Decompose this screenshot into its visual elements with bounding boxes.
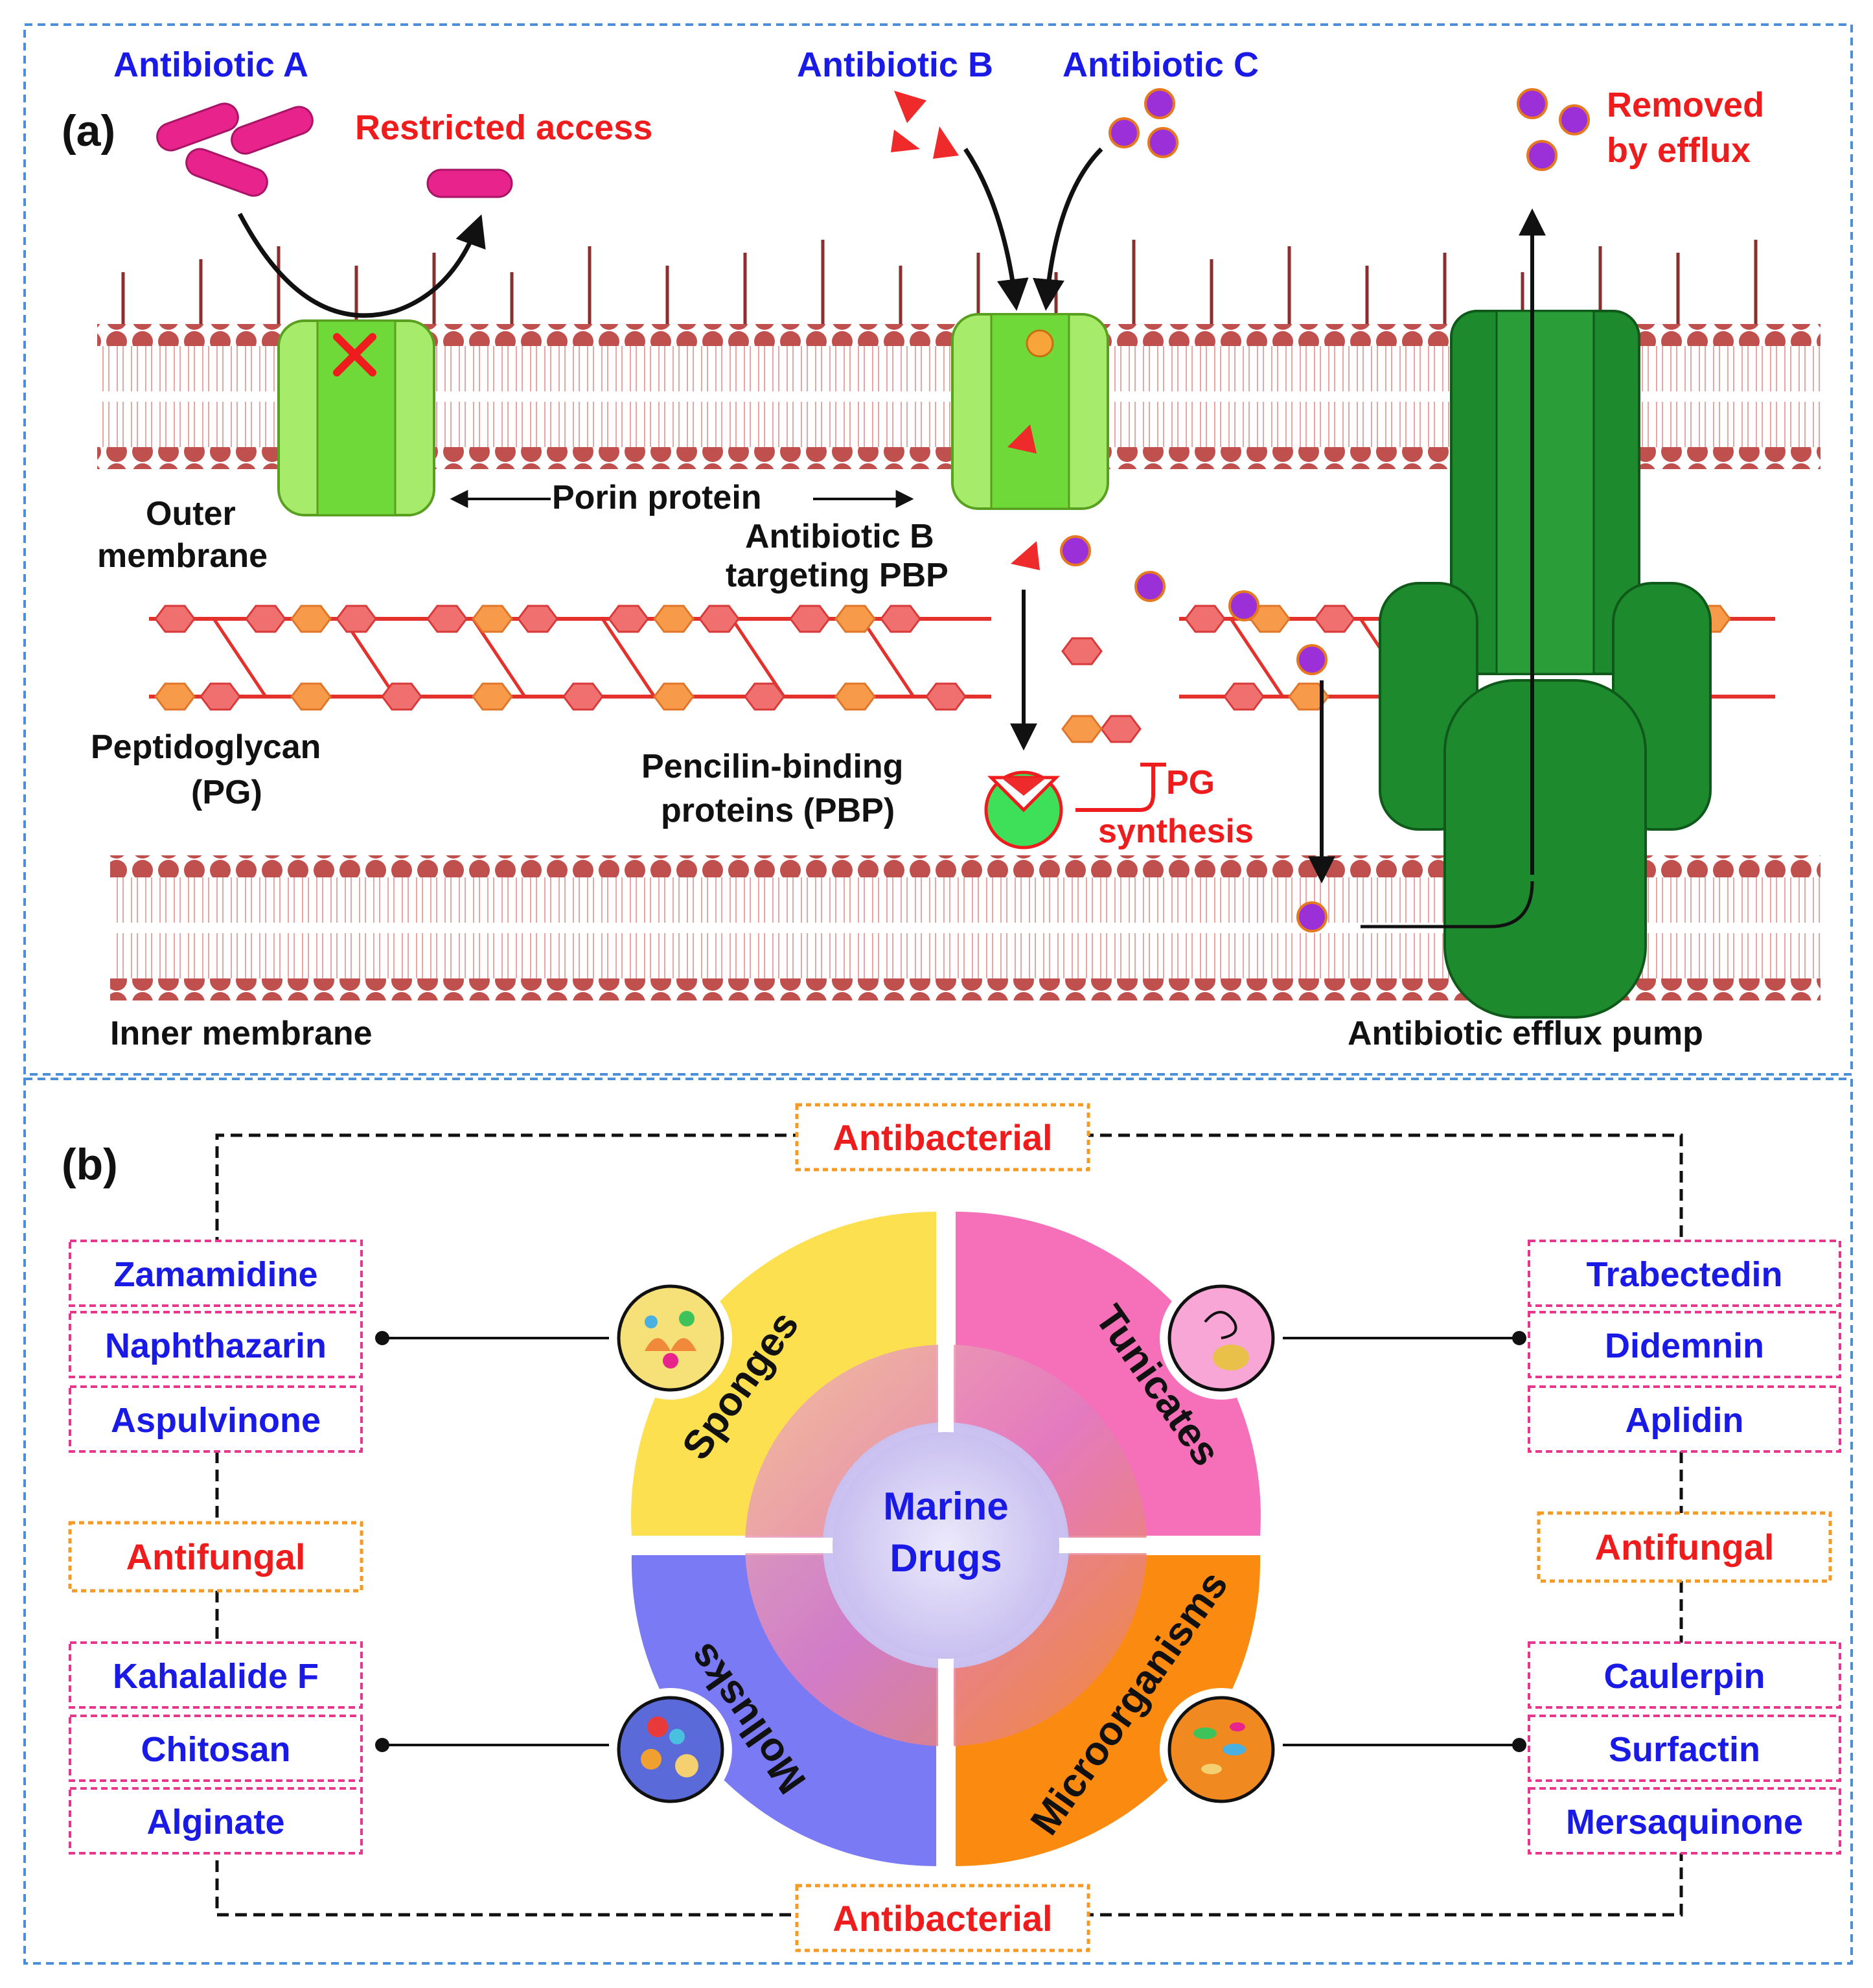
pg-synthesis-inhibition-line <box>1075 763 1166 812</box>
peptidoglycan-label-line1: Peptidoglycan <box>91 728 321 766</box>
pbp-label-line1: Pencilin-binding <box>641 748 903 785</box>
efflux-pump-label: Antibiotic efflux pump <box>1348 1015 1703 1052</box>
microorganisms-icon <box>1160 1688 1283 1811</box>
compound-caulerpin: Caulerpin <box>1603 1657 1765 1696</box>
connector-frame-top <box>215 1133 1683 1267</box>
compound-didemnin: Didemnin <box>1605 1326 1764 1365</box>
mollusks-icon <box>609 1688 732 1811</box>
svg-text:Antibacterial: Antibacterial <box>833 1117 1052 1158</box>
porin-protein-left <box>277 319 435 516</box>
pbp-label-line2: proteins (PBP) <box>661 792 895 829</box>
compound-surfactin: Surfactin <box>1609 1730 1760 1769</box>
pg-synthesis-label-line1: PG <box>1166 764 1215 802</box>
pbp-protein <box>984 763 1166 850</box>
svg-text:Antifungal: Antifungal <box>126 1536 306 1577</box>
outer-membrane-label-line1: Outer <box>146 495 236 533</box>
compound-zamamidine: Zamamidine <box>113 1255 317 1294</box>
panel-a-label: (a) <box>62 106 115 156</box>
antibiotic-b-molecules <box>891 91 1040 570</box>
antibiotic-b-entry-arrow <box>963 148 1029 311</box>
porin-protein-right <box>951 313 1109 510</box>
category-box-right-middle: Antifungal <box>1537 1511 1832 1583</box>
antibiotic-c-label: Antibiotic C <box>1063 45 1259 84</box>
restricted-access-label: Restricted access <box>355 108 652 147</box>
panel-b: (b) Marine Drugs Sponges Tunicates Mollu… <box>62 1103 1841 1952</box>
compound-mersaquinone: Mersaquinone <box>1566 1803 1803 1842</box>
antibiotic-b-targeting-label-line2: targeting PBP <box>726 557 948 594</box>
blocked-cross-icon <box>333 333 376 376</box>
pg-synthesis-label-line2: synthesis <box>1098 813 1254 850</box>
compound-aplidin: Aplidin <box>1626 1401 1744 1440</box>
compound-chitosan: Chitosan <box>141 1730 290 1769</box>
right-bottom-compounds: Caulerpin Surfactin Mersaquinone <box>1528 1641 1841 1855</box>
porin-protein-label: Porin protein <box>552 479 762 516</box>
left-top-compounds: Zamamidine Naphthazarin Aspulvinone <box>69 1240 363 1453</box>
marine-drugs-wheel <box>622 1211 1270 1879</box>
removed-by-efflux-label-line1: Removed <box>1607 86 1764 124</box>
efflux-pump <box>1361 208 1712 1019</box>
panel-a: (a) <box>62 45 1821 1052</box>
outer-membrane-label-line2: membrane <box>97 537 268 575</box>
right-top-compounds: Trabectedin Didemnin Aplidin <box>1528 1240 1841 1453</box>
left-bottom-compounds: Kahalalide F Chitosan Alginate <box>69 1641 363 1855</box>
category-box-bottom: Antibacterial <box>795 1884 1090 1952</box>
panel-a-border <box>23 23 1853 1076</box>
antibiotic-b-targeting-label-line1: Antibiotic B <box>745 518 934 555</box>
inner-membrane-label: Inner membrane <box>110 1015 373 1052</box>
compound-trabectedin: Trabectedin <box>1586 1255 1782 1294</box>
category-box-top: Antibacterial <box>795 1103 1090 1172</box>
restricted-access-arrow <box>237 213 486 318</box>
category-box-left-middle: Antifungal <box>68 1521 363 1593</box>
panel-b-border <box>23 1078 1853 1965</box>
antibiotic-a-molecules <box>156 102 513 198</box>
svg-text:Antibacterial: Antibacterial <box>833 1898 1052 1939</box>
compound-aspulvinone: Aspulvinone <box>111 1401 321 1440</box>
center-label-line2: Drugs <box>890 1536 1002 1580</box>
peptidoglycan-label-line2: (PG) <box>191 774 262 811</box>
panel-b-label: (b) <box>62 1140 118 1189</box>
center-label-line1: Marine <box>883 1485 1008 1528</box>
compound-alginate: Alginate <box>146 1803 284 1842</box>
tunicates-icon <box>1160 1277 1283 1400</box>
compound-kahalalide-f: Kahalalide F <box>113 1657 319 1696</box>
antibiotic-b-label: Antibiotic B <box>797 45 993 84</box>
removed-by-efflux-label-line2: by efflux <box>1607 131 1751 170</box>
antibiotic-c-entry-arrow <box>1033 147 1103 311</box>
compound-naphthazarin: Naphthazarin <box>105 1326 327 1365</box>
svg-text:Antifungal: Antifungal <box>1595 1527 1775 1567</box>
antibiotic-c-molecules <box>1060 88 1590 932</box>
antibiotic-a-label: Antibiotic A <box>113 45 308 84</box>
sponges-icon <box>609 1277 732 1400</box>
